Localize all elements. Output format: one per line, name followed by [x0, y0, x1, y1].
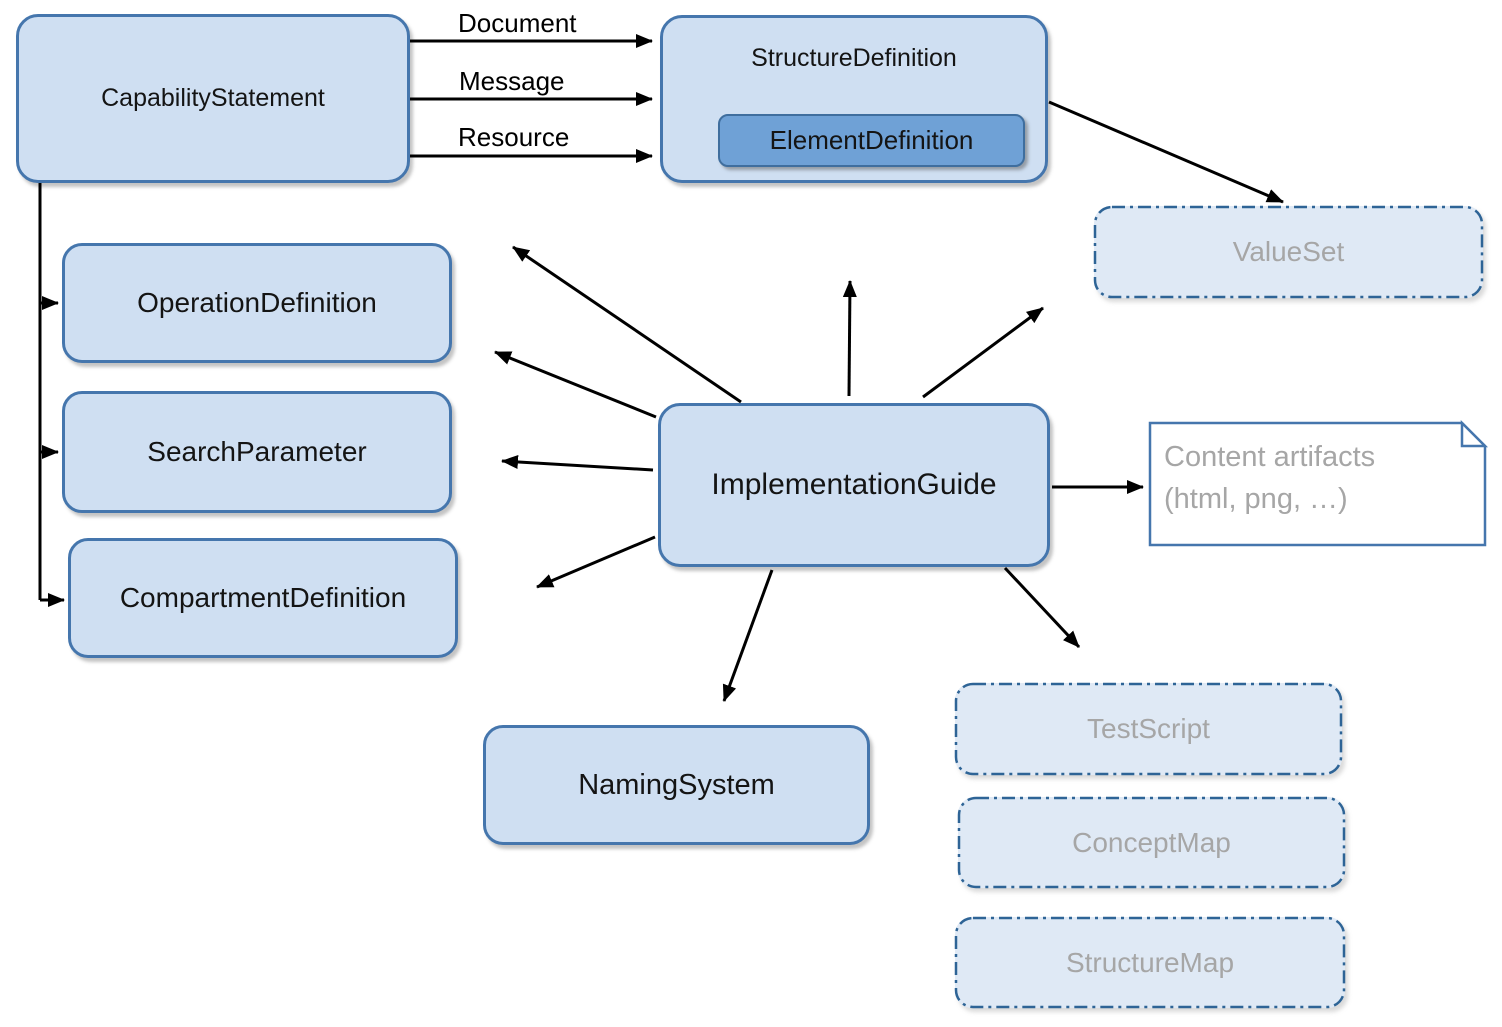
node-test-script: TestScript	[955, 683, 1342, 775]
node-content-artifacts: Content artifacts (html, png, …)	[1164, 436, 1375, 520]
node-structure-map: StructureMap	[955, 917, 1345, 1008]
node-label: ImplementationGuide	[711, 468, 997, 501]
node-label: ValueSet	[1232, 236, 1345, 267]
node-element-definition: ElementDefinition	[718, 114, 1025, 167]
edge-ig-upper-left-long	[512, 245, 742, 404]
edge-ig-upper-right	[922, 306, 1044, 399]
edge-label-document: Document	[458, 8, 577, 38]
edge-structure-valueset	[1048, 100, 1284, 204]
node-label: TestScript	[1087, 713, 1210, 744]
node-concept-map: ConceptMap	[958, 797, 1345, 888]
node-label: ConceptMap	[1072, 826, 1231, 858]
node-structure-definition: StructureDefinition ElementDefinition	[660, 15, 1048, 183]
edge-ig-upper-left	[494, 350, 657, 419]
edge-ig-left	[501, 454, 654, 472]
edge-ig-up	[842, 280, 857, 397]
edge-ig-lower-left	[536, 535, 656, 589]
node-capability-statement: CapabilityStatement	[16, 14, 410, 183]
node-label: CapabilityStatement	[101, 84, 325, 112]
node-value-set: ValueSet	[1094, 206, 1483, 298]
content-artifacts-line1: Content artifacts	[1164, 441, 1376, 473]
node-label: OperationDefinition	[137, 287, 377, 318]
content-artifacts-fold-corner	[1460, 419, 1489, 448]
node-label: StructureMap	[1065, 946, 1235, 978]
edge-label-resource: Resource	[458, 122, 570, 152]
node-operation-definition: OperationDefinition	[62, 243, 452, 363]
node-label: ElementDefinition	[769, 125, 974, 155]
node-label: SearchParameter	[147, 436, 367, 467]
content-artifacts-line2: (html, png, …)	[1164, 483, 1348, 516]
node-label: NamingSystem	[578, 768, 775, 801]
node-label: CompartmentDefinition	[119, 582, 407, 613]
node-compartment-definition: CompartmentDefinition	[68, 538, 458, 658]
edge-label-message: Message	[459, 66, 565, 96]
edge-ig-naming-system	[722, 569, 774, 702]
node-naming-system: NamingSystem	[483, 725, 870, 845]
node-search-parameter: SearchParameter	[62, 391, 452, 513]
node-label: StructureDefinition	[751, 44, 957, 72]
node-implementation-guide: ImplementationGuide	[658, 403, 1050, 567]
edge-ig-lower-right	[1003, 566, 1081, 649]
